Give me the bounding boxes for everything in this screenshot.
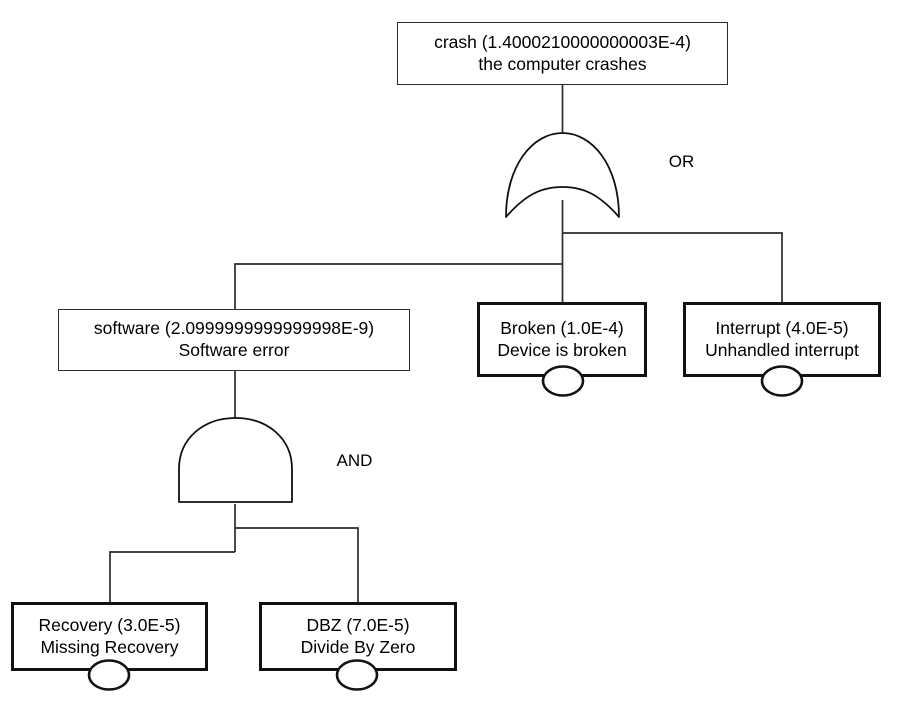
node-interrupt-line1: Interrupt (4.0E-5): [715, 317, 849, 338]
node-broken-line1: Broken (1.0E-4): [500, 317, 624, 338]
and-gate[interactable]: AND: [176, 415, 372, 505]
node-crash-line1: crash (1.4000210000000003E-4): [434, 31, 691, 52]
edge-or-to-interrupt: [562, 232, 783, 302]
node-crash-line2: the computer crashes: [478, 53, 647, 74]
node-crash[interactable]: crash (1.4000210000000003E-4) the comput…: [397, 22, 728, 85]
node-interrupt-line2: Unhandled interrupt: [705, 339, 859, 360]
node-recovery-line2: Missing Recovery: [40, 636, 179, 657]
node-recovery-line1: Recovery (3.0E-5): [38, 614, 181, 635]
node-recovery[interactable]: Recovery (3.0E-5) Missing Recovery: [11, 602, 208, 671]
node-dbz[interactable]: DBZ (7.0E-5) Divide By Zero: [259, 602, 457, 671]
node-software-line2: Software error: [178, 340, 290, 360]
edge-and-to-recovery: [109, 551, 235, 602]
node-software[interactable]: software (2.0999999999999998E-9) Softwar…: [58, 309, 410, 371]
node-broken[interactable]: Broken (1.0E-4) Device is broken: [477, 302, 647, 377]
node-software-line1: software (2.0999999999999998E-9): [93, 318, 375, 339]
node-broken-line2: Device is broken: [497, 339, 627, 360]
node-dbz-line2: Divide By Zero: [300, 636, 416, 657]
node-interrupt[interactable]: Interrupt (4.0E-5) Unhandled interrupt: [683, 302, 881, 377]
edge-or-to-software: [234, 263, 563, 309]
or-gate[interactable]: OR: [503, 130, 694, 220]
edge-and-to-dbz: [235, 527, 359, 602]
node-dbz-line1: DBZ (7.0E-5): [306, 614, 410, 635]
and-gate-label: AND: [336, 451, 373, 470]
or-gate-label: OR: [668, 152, 695, 171]
